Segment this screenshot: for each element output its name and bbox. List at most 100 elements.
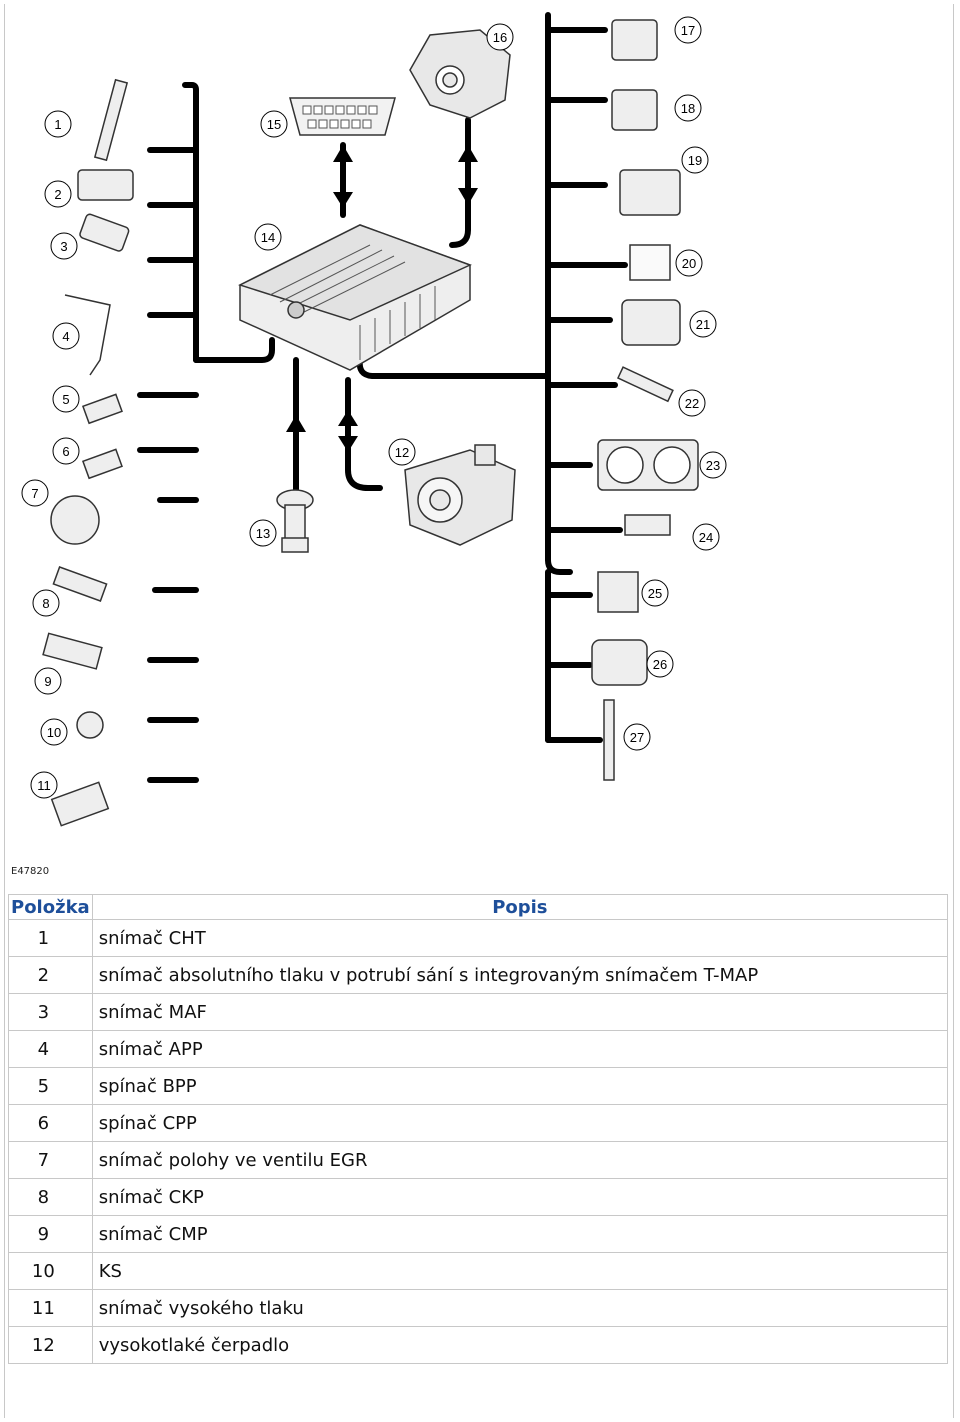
ecu-down-pump <box>345 377 383 491</box>
item-number: 4 <box>8 1030 93 1068</box>
callout-8: 8 <box>42 596 49 611</box>
item-description: snímač APP <box>91 1030 949 1068</box>
item-number: 8 <box>8 1178 93 1216</box>
item-number: 9 <box>8 1215 93 1253</box>
component-20 <box>629 244 671 281</box>
ecu-right-link <box>356 357 551 379</box>
callout-15: 15 <box>267 117 281 132</box>
callout-20: 20 <box>682 256 696 271</box>
callout-11: 11 <box>37 778 51 793</box>
callout-4: 4 <box>62 329 69 344</box>
item-description: snímač vysokého tlaku <box>91 1289 949 1327</box>
item-description: KS <box>91 1252 949 1290</box>
item-number: 7 <box>8 1141 93 1179</box>
callout-23: 23 <box>706 458 720 473</box>
component-18 <box>611 89 658 131</box>
sensor-13 <box>276 489 314 553</box>
item-number: 3 <box>8 993 93 1031</box>
callout-13: 13 <box>256 526 270 541</box>
sensor-11 <box>50 781 110 827</box>
component-26 <box>591 639 648 686</box>
callout-5: 5 <box>62 392 69 407</box>
item-number: 6 <box>8 1104 93 1142</box>
item-description: snímač CHT <box>91 919 949 957</box>
item-description: snímač absolutního tlaku v potrubí sání … <box>91 956 949 994</box>
sensor-7 <box>50 495 100 545</box>
component-27 <box>603 699 615 781</box>
callout-26: 26 <box>653 657 667 672</box>
item-number: 10 <box>8 1252 93 1290</box>
callout-19: 19 <box>688 153 702 168</box>
callout-9: 9 <box>44 674 51 689</box>
item-number: 2 <box>8 956 93 994</box>
page-frame <box>4 4 954 1418</box>
sensor-9 <box>42 632 103 670</box>
item-description: snímač CMP <box>91 1215 949 1253</box>
callout-1: 1 <box>54 117 61 132</box>
left-bus <box>182 82 199 363</box>
sensor-3 <box>79 213 130 252</box>
sensor-1 <box>93 78 129 162</box>
callout-21: 21 <box>696 317 710 332</box>
component-diagram: 1 2 3 4 5 6 7 8 9 10 11 12 13 14 15 16 1… <box>21 12 727 827</box>
callout-3: 3 <box>60 239 67 254</box>
callout-10: 10 <box>47 725 61 740</box>
component-24 <box>624 514 671 536</box>
component-25 <box>597 571 639 613</box>
sensor-4 <box>64 294 111 376</box>
item-description: spínač CPP <box>91 1104 949 1142</box>
callout-16: 16 <box>493 30 507 45</box>
component-21 <box>621 299 681 346</box>
callout-17: 17 <box>681 23 695 38</box>
callout-12: 12 <box>395 445 409 460</box>
callout-2: 2 <box>54 187 61 202</box>
item-description: snímač polohy ve ventilu EGR <box>91 1141 949 1179</box>
callout-18: 18 <box>681 101 695 116</box>
high-pressure-pump <box>404 444 516 546</box>
header-description: Popis <box>91 894 949 920</box>
item-description: spínač BPP <box>91 1067 949 1105</box>
callout-22: 22 <box>685 396 699 411</box>
callout-7: 7 <box>31 486 38 501</box>
component-22 <box>616 366 674 403</box>
callout-25: 25 <box>648 586 662 601</box>
diagnostic-connector <box>289 97 396 136</box>
item-number: 5 <box>8 1067 93 1105</box>
callout-6: 6 <box>62 444 69 459</box>
item-number: 12 <box>8 1326 93 1364</box>
ecu-top-link <box>449 117 471 248</box>
callout-27: 27 <box>630 730 644 745</box>
ecu-module <box>238 224 472 371</box>
callout-24: 24 <box>699 530 713 545</box>
table-header-row: Položka Popis <box>8 894 949 920</box>
item-description: snímač MAF <box>91 993 949 1031</box>
callout-14: 14 <box>261 230 275 245</box>
sensor-6 <box>81 448 123 480</box>
sensor-8 <box>52 566 108 602</box>
item-number: 1 <box>8 919 93 957</box>
item-description: vysokotlaké čerpadlo <box>91 1326 949 1364</box>
sensor-10 <box>76 711 104 739</box>
item-number: 11 <box>8 1289 93 1327</box>
header-item: Položka <box>8 894 93 920</box>
left-bus-link <box>193 337 275 363</box>
sensor-5 <box>81 393 123 425</box>
throttle-actuator <box>409 29 511 119</box>
right-bus-tail <box>545 557 573 575</box>
component-19 <box>619 169 681 216</box>
sensor-2 <box>77 169 134 201</box>
figure-code: E47820 <box>11 866 50 877</box>
item-description: snímač CKP <box>91 1178 949 1216</box>
